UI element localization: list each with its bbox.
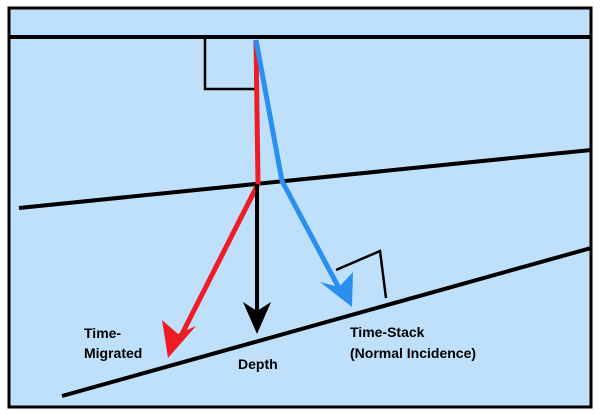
time-stack-arrowhead	[320, 272, 353, 307]
upper-reflector	[18, 148, 590, 210]
time-stack-ray	[253, 39, 353, 307]
depth-label: Depth	[238, 356, 278, 372]
diagram-background	[7, 6, 593, 409]
time-stack-label-line1: Time-Stack	[350, 324, 425, 340]
depth-ray	[243, 184, 271, 334]
time-stack-label-line2: (Normal Incidence)	[350, 345, 476, 361]
time-migrated-label: Time- Migrated	[84, 325, 142, 361]
depth-arrowhead	[243, 302, 271, 334]
time-migrated-arrowhead	[162, 320, 196, 358]
lower-reflector	[61, 246, 590, 398]
time-migrated-label-line1: Time-	[84, 325, 121, 341]
time-stack-label: Time-Stack (Normal Incidence)	[350, 324, 476, 361]
surface-right-angle-marker	[203, 39, 256, 91]
reflector-right-angle-marker	[335, 249, 388, 299]
time-migrated-label-line2: Migrated	[84, 345, 142, 361]
